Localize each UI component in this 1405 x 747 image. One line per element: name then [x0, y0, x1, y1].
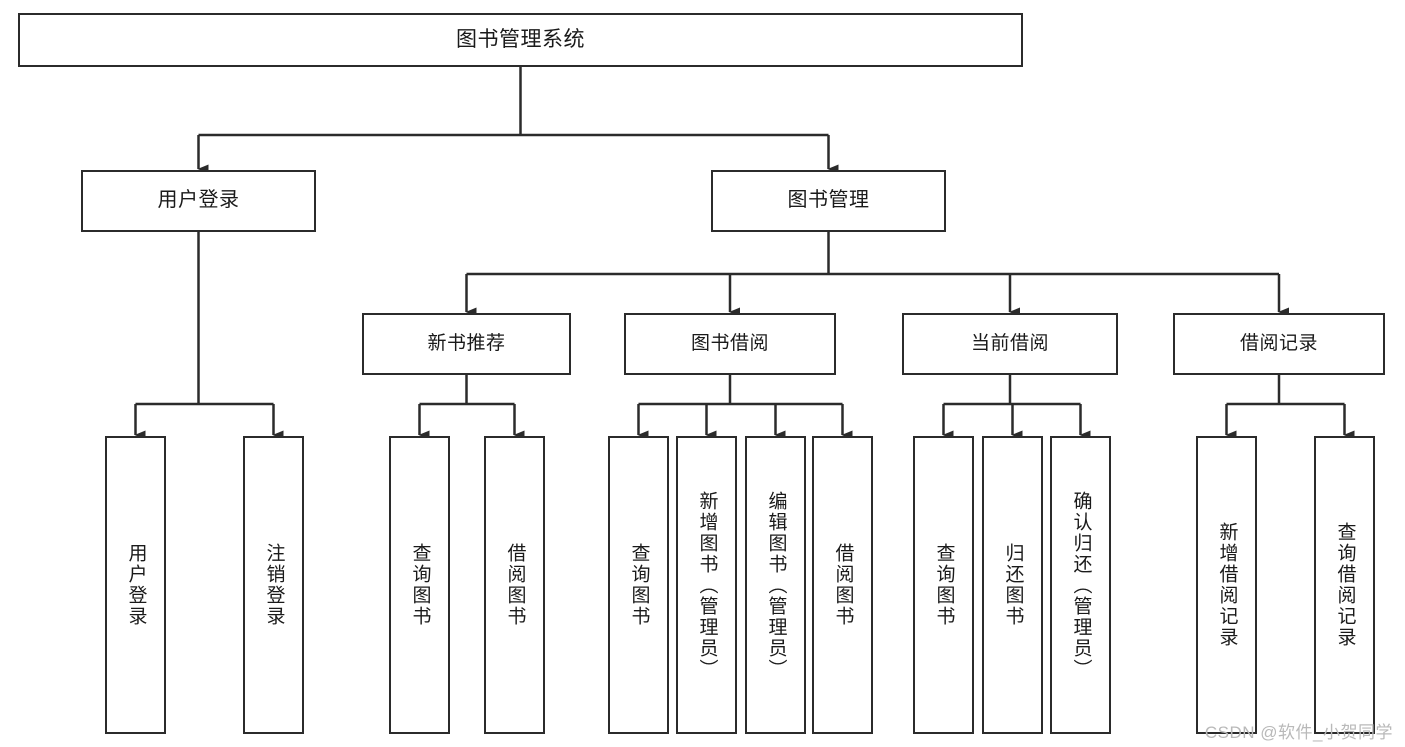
node-current-borrow[interactable]: 当前借阅 [902, 313, 1118, 375]
node-label: 查询借阅记录 [1334, 522, 1356, 648]
node-label: 图书管理系统 [456, 27, 585, 51]
watermark: CSDN @软件_小贺同学 [1204, 723, 1393, 742]
node-book-manage[interactable]: 图书管理 [711, 170, 946, 232]
node-label: 新书推荐 [427, 332, 506, 354]
node-label: 归还图书 [1002, 543, 1024, 627]
node-label: 图书借阅 [690, 332, 769, 354]
node-new-book-recommend[interactable]: 新书推荐 [362, 313, 571, 375]
node-label: 新增借阅记录 [1216, 522, 1238, 648]
node-label: 确认归还（管理员） [1070, 490, 1092, 680]
node-leaf-query-book-new[interactable]: 查询图书 [389, 436, 450, 734]
node-label: 图书管理 [787, 189, 870, 212]
node-label: 编辑图书（管理员） [765, 490, 787, 680]
node-leaf-query-book-borrow[interactable]: 查询图书 [608, 436, 669, 734]
node-leaf-query-borrow-record[interactable]: 查询借阅记录 [1314, 436, 1375, 734]
node-label: 用户登录 [125, 543, 147, 627]
node-leaf-return-book[interactable]: 归还图书 [982, 436, 1043, 734]
node-leaf-logout[interactable]: 注销登录 [243, 436, 304, 734]
node-label: 查询图书 [409, 543, 431, 627]
node-leaf-query-book-current[interactable]: 查询图书 [913, 436, 974, 734]
node-leaf-borrow-book-new[interactable]: 借阅图书 [484, 436, 545, 734]
node-book-borrow[interactable]: 图书借阅 [624, 313, 836, 375]
node-label: 当前借阅 [970, 332, 1049, 354]
node-label: 借阅图书 [504, 543, 526, 627]
node-leaf-user-login[interactable]: 用户登录 [105, 436, 166, 734]
node-leaf-borrow-book[interactable]: 借阅图书 [812, 436, 873, 734]
node-label: 用户登录 [157, 189, 240, 212]
node-leaf-edit-book-admin[interactable]: 编辑图书（管理员） [745, 436, 806, 734]
node-borrow-record[interactable]: 借阅记录 [1173, 313, 1385, 375]
node-user-login[interactable]: 用户登录 [81, 170, 316, 232]
node-label: 注销登录 [263, 543, 285, 627]
node-label: 新增图书（管理员） [696, 490, 718, 680]
node-label: 借阅记录 [1239, 332, 1318, 354]
node-label: 查询图书 [628, 543, 650, 627]
node-leaf-add-book-admin[interactable]: 新增图书（管理员） [676, 436, 737, 734]
connector-lines [134, 67, 1355, 440]
node-label: 查询图书 [933, 543, 955, 627]
node-root[interactable]: 图书管理系统 [18, 13, 1023, 67]
node-leaf-add-borrow-record[interactable]: 新增借阅记录 [1196, 436, 1257, 734]
node-leaf-confirm-return-admin[interactable]: 确认归还（管理员） [1050, 436, 1111, 734]
node-label: 借阅图书 [832, 543, 854, 627]
